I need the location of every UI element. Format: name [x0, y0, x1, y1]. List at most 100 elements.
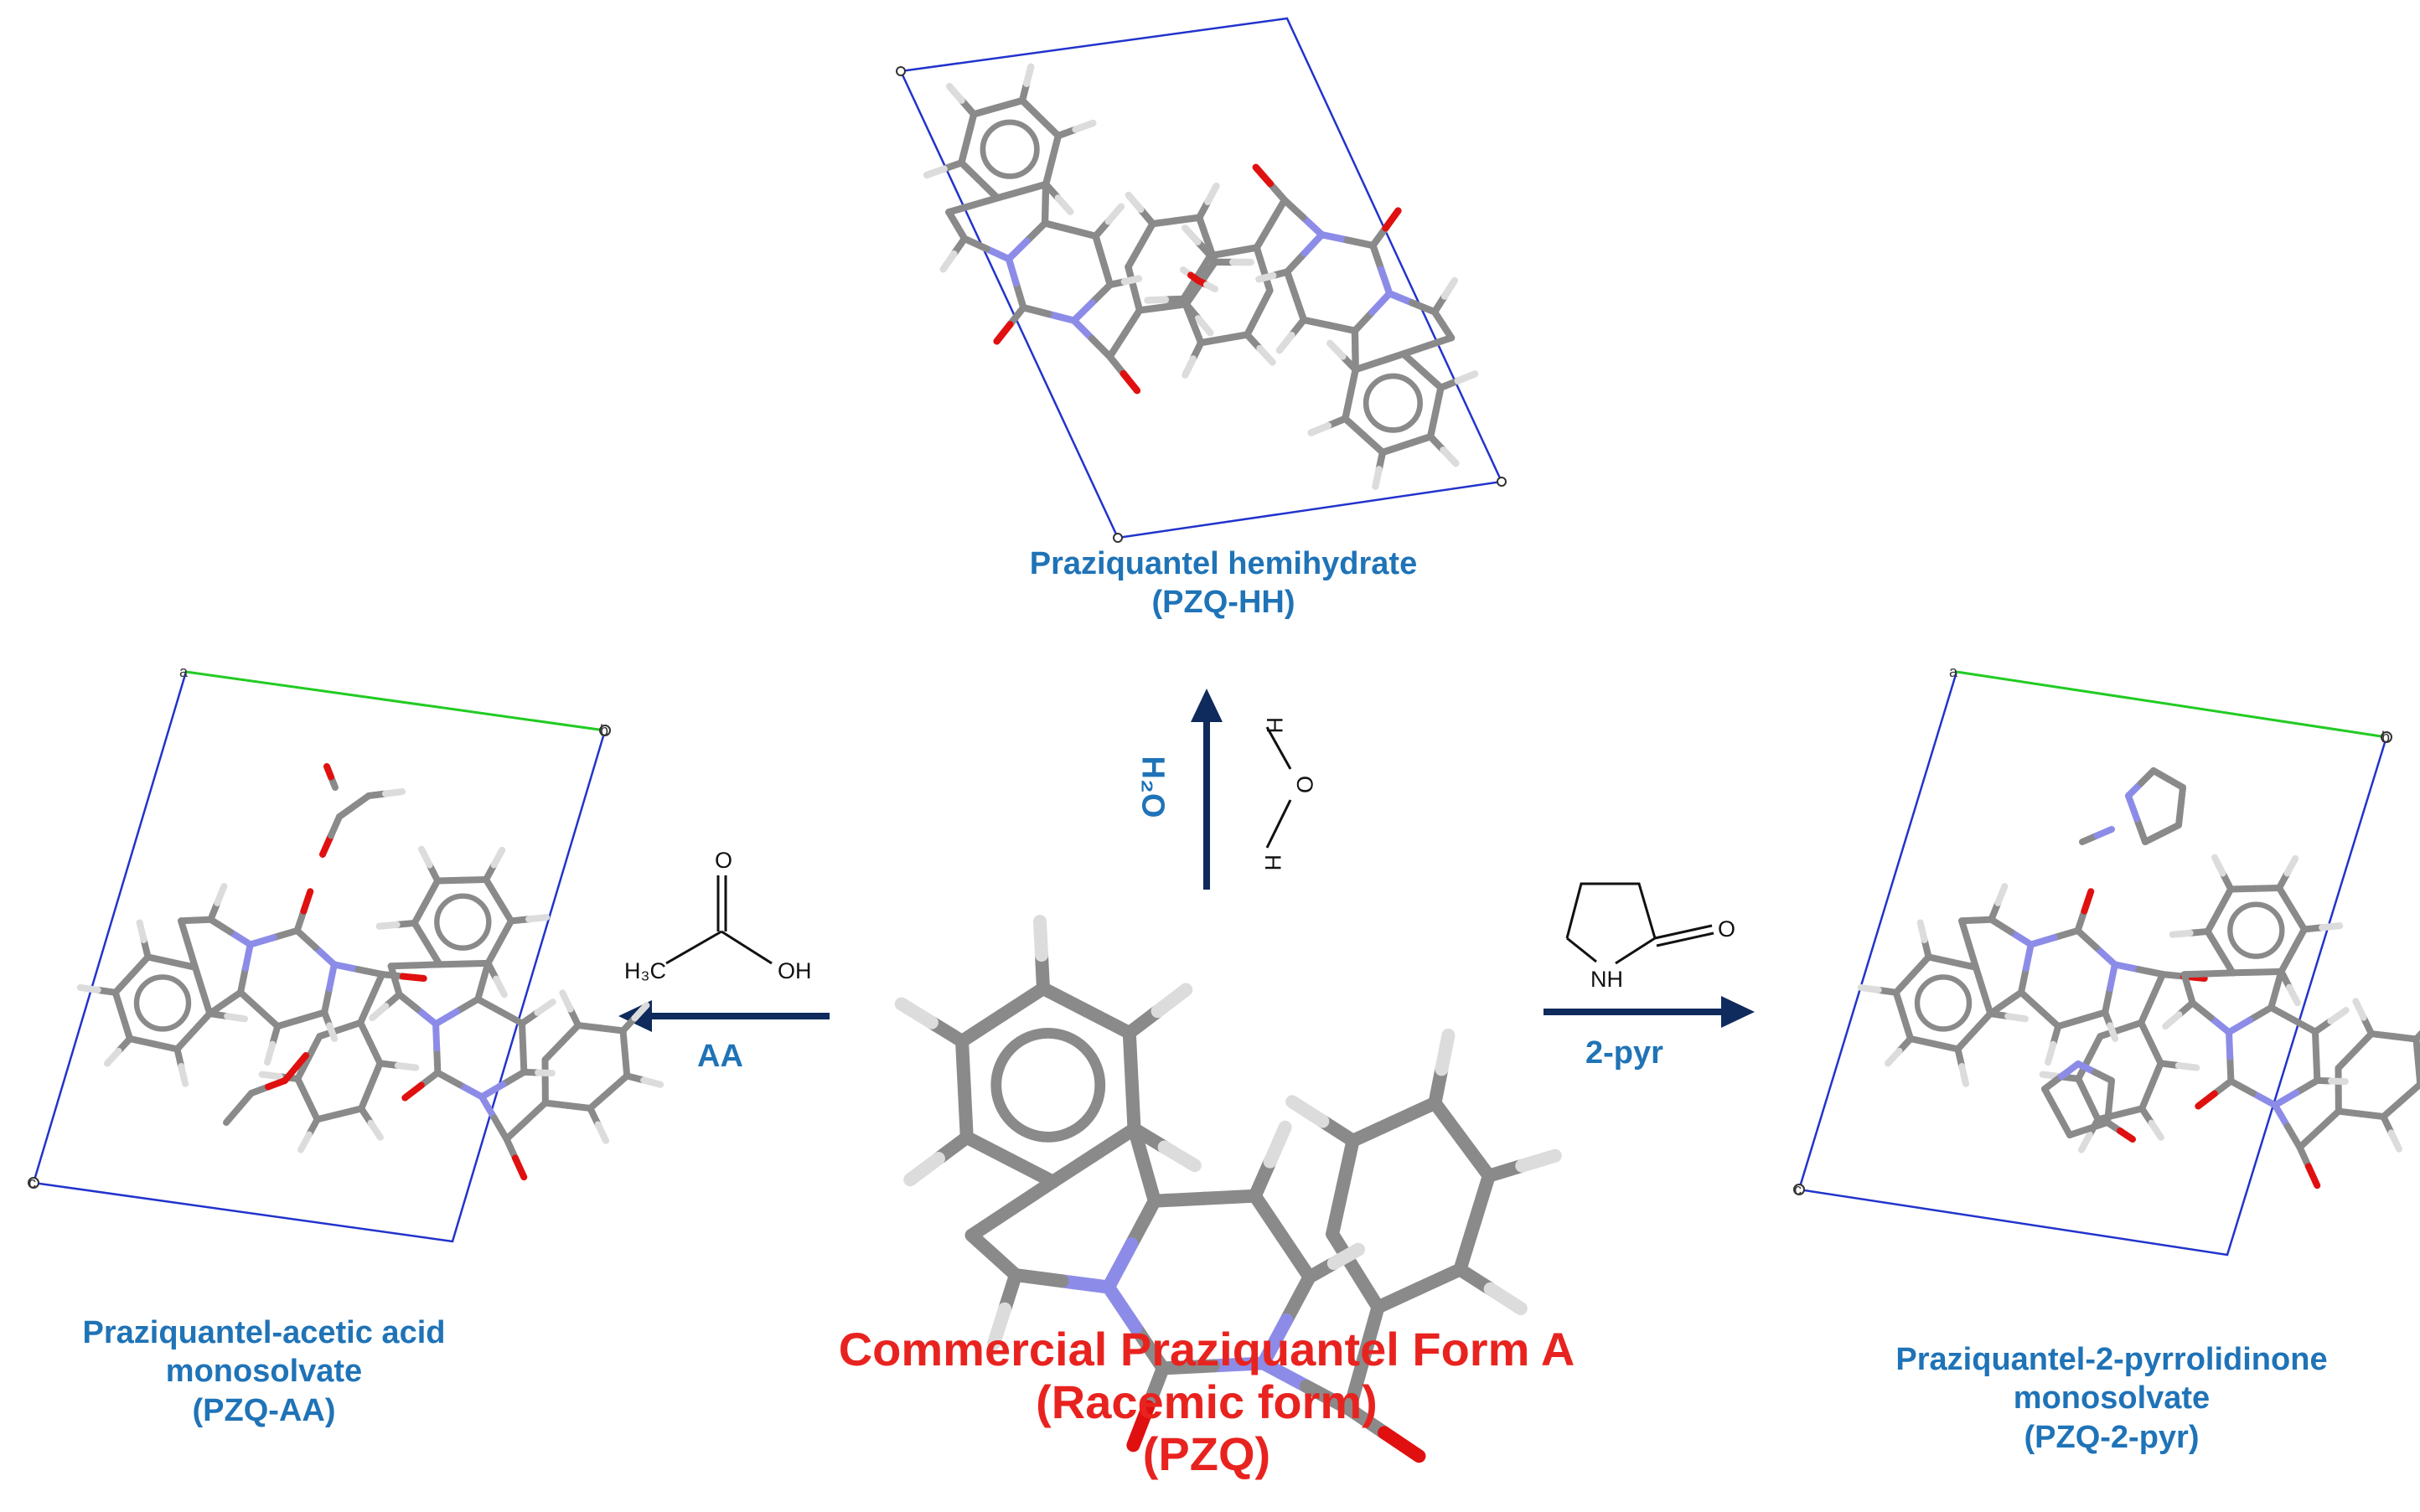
pyrrolidinone-name: Praziquantel-2-pyrrolidinone — [1895, 1342, 2328, 1377]
bond-segment — [1125, 191, 1145, 214]
arrow-to-pyrrolidinone — [1544, 996, 1755, 1028]
bond-segment — [2311, 1028, 2320, 1060]
bond-segment — [1041, 219, 1074, 234]
bond-segment — [1120, 369, 1141, 395]
bond-segment — [1182, 279, 1204, 308]
bond-segment — [1426, 408, 1440, 441]
bond-segment — [1092, 232, 1107, 265]
bond-segment — [1088, 335, 1114, 360]
bond-segment — [1342, 415, 1368, 440]
bond-segment — [1925, 953, 1956, 966]
bond-segment — [490, 846, 506, 869]
bond-segment — [189, 1009, 214, 1035]
bond-segment — [1018, 180, 1050, 195]
bond-segment — [2289, 926, 2308, 954]
bond-segment — [1070, 299, 1096, 324]
bond-segment — [975, 177, 1001, 202]
bond-segment — [2412, 1030, 2420, 1043]
bond-segment — [336, 1019, 365, 1034]
bond-segment — [2149, 971, 2166, 1002]
acetic-solvate-word: monosolvate — [165, 1354, 363, 1390]
bond-segment — [432, 1020, 441, 1052]
bond-segment — [119, 1012, 133, 1042]
bond-segment — [399, 973, 427, 983]
bond-segment — [1336, 1133, 1360, 1195]
bond-segment — [2253, 968, 2285, 976]
bond-segment — [2074, 907, 2088, 934]
hemihydrate-label: Praziquantel hemihydrate (PZQ-HH) — [888, 544, 1559, 622]
bond-segment — [293, 907, 308, 934]
pyrrolidinone-structure — [1565, 882, 1714, 965]
bond-segment — [2368, 1030, 2397, 1040]
bond-segment — [1244, 308, 1263, 338]
bond-segment — [1275, 331, 1295, 354]
bond-segment — [1256, 1313, 1294, 1370]
bond-segment — [434, 876, 466, 885]
bond-segment — [1909, 953, 1932, 978]
bond-segment — [367, 1119, 384, 1141]
bond-segment — [2138, 1082, 2155, 1112]
bond-segment — [326, 961, 338, 993]
bond-segment — [1326, 339, 1347, 360]
bond-segment — [270, 926, 301, 942]
bond-segment — [2078, 1009, 2109, 1023]
bond-segment — [354, 966, 385, 978]
bond-segment — [2174, 1061, 2200, 1071]
bond-segment — [417, 1069, 442, 1089]
bond-segment — [2286, 983, 2301, 1007]
bond-segment — [2313, 1052, 2321, 1084]
bond-segment — [955, 1008, 1010, 1048]
pyr-pzq-molecule-2 — [2162, 854, 2420, 1189]
commercial-label: Commercial Praziquantel Form A (Racemic … — [788, 1323, 1626, 1481]
bond-segment — [1121, 307, 1144, 338]
pyrrolidinone-abbrev: (PZQ-2-pyr) — [2024, 1419, 2200, 1455]
bond-segment — [297, 1009, 328, 1023]
bond-segment — [1207, 248, 1238, 260]
bond-segment — [631, 1002, 650, 1022]
bond-segment — [894, 997, 939, 1030]
bond-segment — [2296, 1143, 2312, 1170]
bond-segment — [335, 1105, 365, 1117]
acetic-pzq-molecule-2 — [369, 845, 664, 1181]
bond-segment — [2227, 885, 2259, 893]
bond-segment — [103, 1047, 122, 1067]
bond-segment — [1120, 275, 1143, 286]
bond-segment — [2335, 1047, 2359, 1072]
aromatic-ring — [980, 119, 1040, 179]
bond-segment — [414, 1005, 440, 1028]
bond-segment — [964, 1201, 1020, 1242]
bond-segment — [1357, 1300, 1385, 1365]
bond-segment — [128, 953, 152, 978]
bond-segment — [1483, 1282, 1528, 1315]
bond-segment — [1104, 203, 1125, 225]
bond-segment — [178, 917, 192, 948]
bond-segment — [1125, 241, 1145, 271]
bond-segment — [1979, 987, 1994, 1017]
bond-segment — [1300, 230, 1326, 257]
bond-segment — [1193, 252, 1214, 281]
bond-segment — [958, 135, 971, 167]
aromatic-ring — [2227, 901, 2285, 959]
bond-segment — [460, 959, 492, 968]
bond-segment — [394, 1061, 420, 1071]
bond-segment — [1188, 317, 1205, 347]
bond-segment — [2398, 1081, 2420, 1104]
bond-segment — [2227, 1077, 2257, 1097]
bond-segment — [2169, 929, 2194, 938]
bond-segment — [1291, 292, 1308, 324]
bond-segment — [326, 1022, 339, 1042]
bond-segment — [2327, 1007, 2350, 1024]
bond-segment — [1156, 1359, 1220, 1375]
bond-segment — [2387, 1129, 2403, 1153]
aromatic-ring — [1914, 974, 1973, 1032]
bond-segment — [1435, 1028, 1456, 1076]
bond-segment — [396, 991, 421, 1013]
solvent-bond — [2041, 1073, 2065, 1092]
acetic-axis-c: c — [28, 1174, 36, 1191]
hemihydrate-unit-cell — [896, 17, 1507, 543]
bond-segment — [2319, 922, 2344, 931]
bond-segment — [1419, 367, 1445, 391]
bond-segment — [1256, 344, 1276, 366]
bond-segment — [246, 934, 277, 948]
bond-segment — [1948, 958, 1980, 971]
